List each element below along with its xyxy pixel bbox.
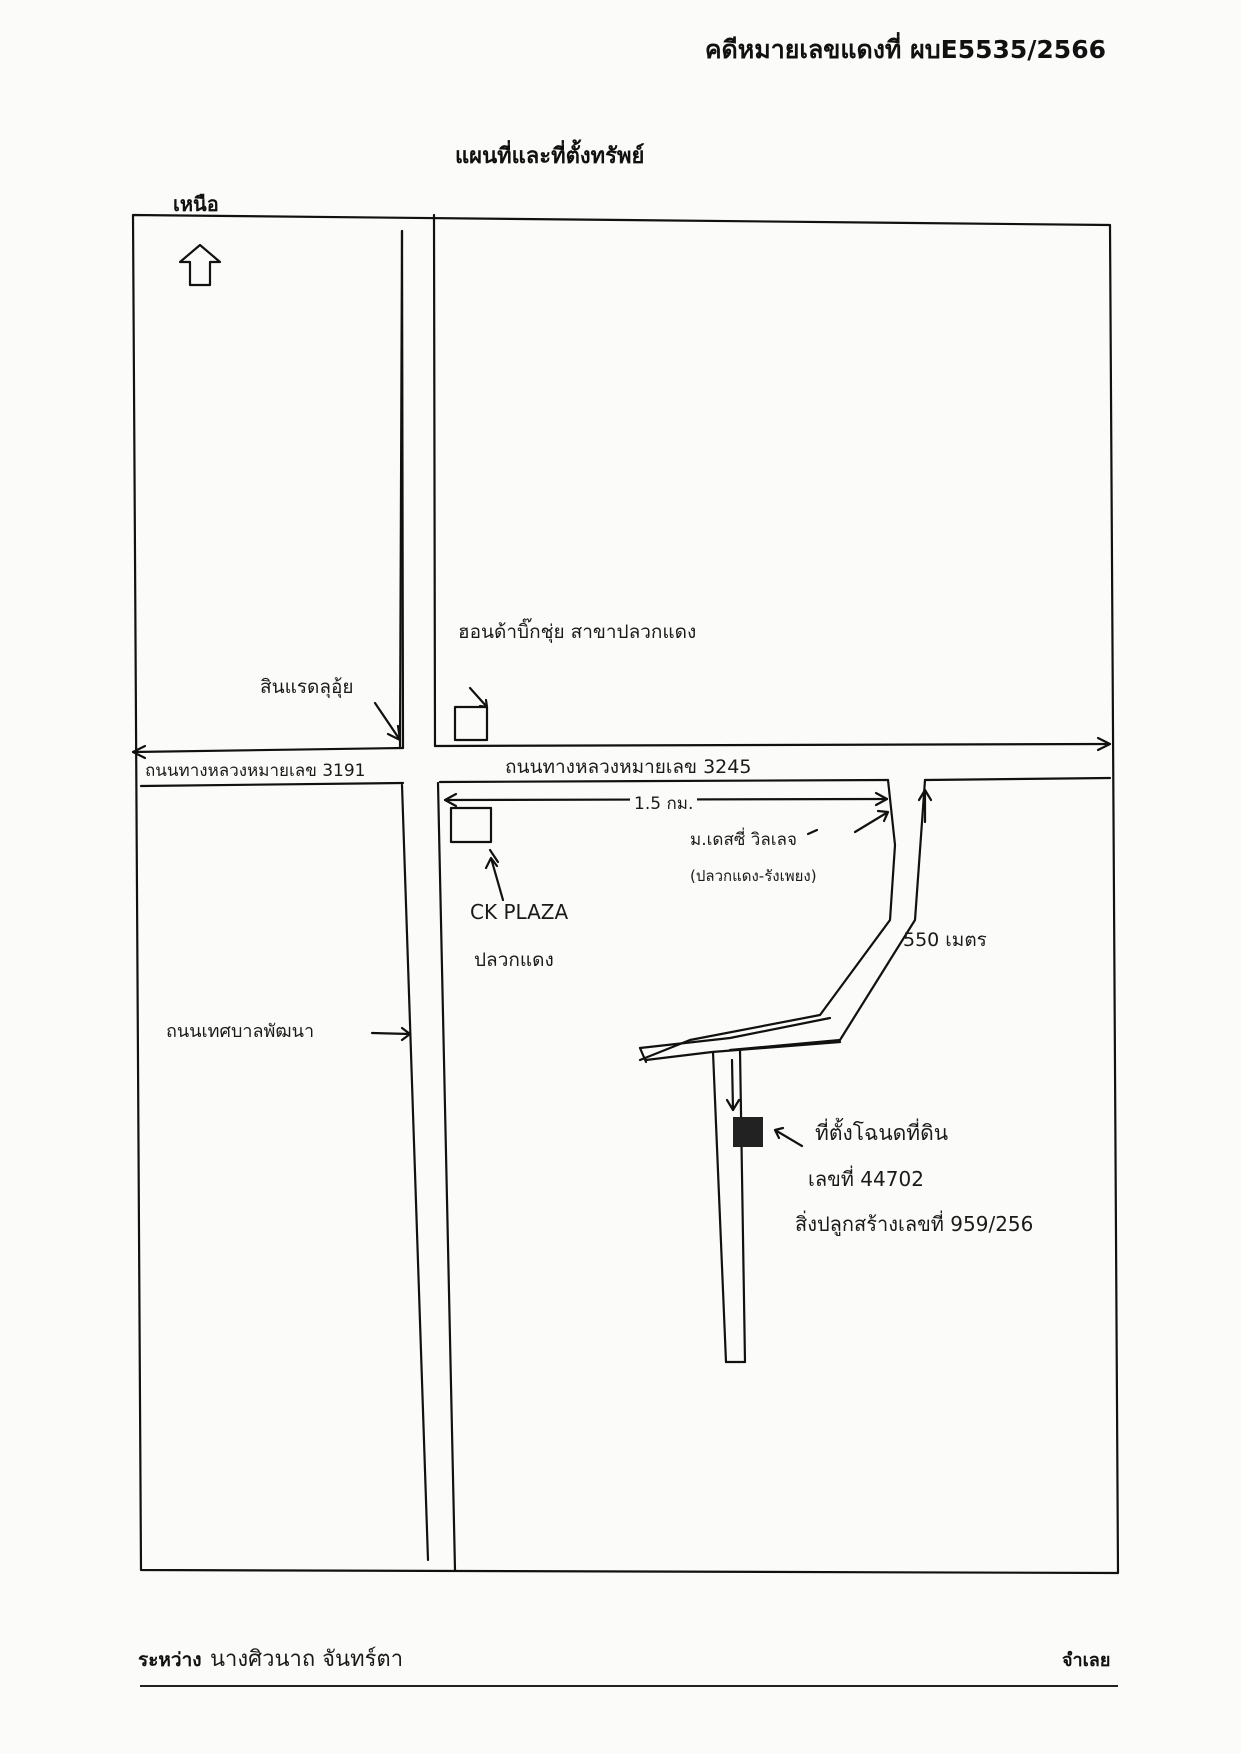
distance-label-2: 550 เมตร	[903, 929, 987, 951]
north-label: เหนือ	[173, 192, 219, 216]
spur-road-top	[638, 1016, 832, 1050]
road-3245-label: ถนนทางหลวงหมายเลข 3245	[505, 756, 752, 778]
south-branch-road	[711, 1048, 747, 1364]
road-vertical-left-edge-upper	[400, 229, 405, 750]
mall-label-name: CK PLAZA	[470, 900, 569, 924]
plaintiff-name: นางศิวนาถ จันทร์ตา	[210, 1647, 404, 1672]
road-horizontal-top-edge	[131, 742, 1112, 754]
mall-label-area: ปลวกแดง	[474, 949, 554, 971]
road-3191-label: ถนนทางหลวงหมายเลข 3191	[145, 761, 366, 781]
village-sub-label: (ปลวกแดง-รังเพยง)	[690, 867, 817, 885]
side-road-left-edge	[638, 778, 897, 1062]
municipal-road-label: ถนนเทศบาลพัฒนา	[166, 1021, 315, 1042]
defendant-label: จำเลย	[1062, 1650, 1111, 1671]
footer-divider	[140, 1685, 1118, 1687]
store-building	[453, 705, 489, 742]
deed-label-line1: ที่ตั้งโฉนดที่ดิน	[815, 1121, 949, 1145]
page-title: แผนที่และที่ตั้งทรัพย์	[455, 144, 645, 169]
distance-label-1: 1.5 กม.	[630, 790, 698, 817]
gas-station-label: สินแรดลุอุ้ย	[260, 676, 354, 698]
side-road-right-edge	[728, 778, 927, 1052]
road-vertical-right-edge	[432, 213, 457, 1572]
store-label: ฮอนด้าบิ๊กชุ่ย สาขาปลวกแดง	[458, 621, 697, 643]
deed-label-line3: สิ่งปลูกสร้างเลขที่ 959/256	[795, 1212, 1034, 1236]
map-frame	[131, 213, 1120, 1575]
footer-between-label: ระหว่าง	[138, 1649, 202, 1671]
mall-building	[449, 806, 493, 844]
road-vertical-left-edge	[398, 229, 430, 1562]
case-number: คดีหมายเลขแดงที่ ผบE5535/2566	[704, 35, 1106, 64]
deed-label-line2: เลขที่ 44702	[808, 1167, 924, 1191]
north-arrow-icon	[178, 243, 222, 287]
property-parcel	[733, 1117, 763, 1147]
village-label: ม.เดสซี่ วิลเลจ	[690, 830, 797, 850]
road-horizontal-bottom-edge	[139, 776, 1112, 788]
